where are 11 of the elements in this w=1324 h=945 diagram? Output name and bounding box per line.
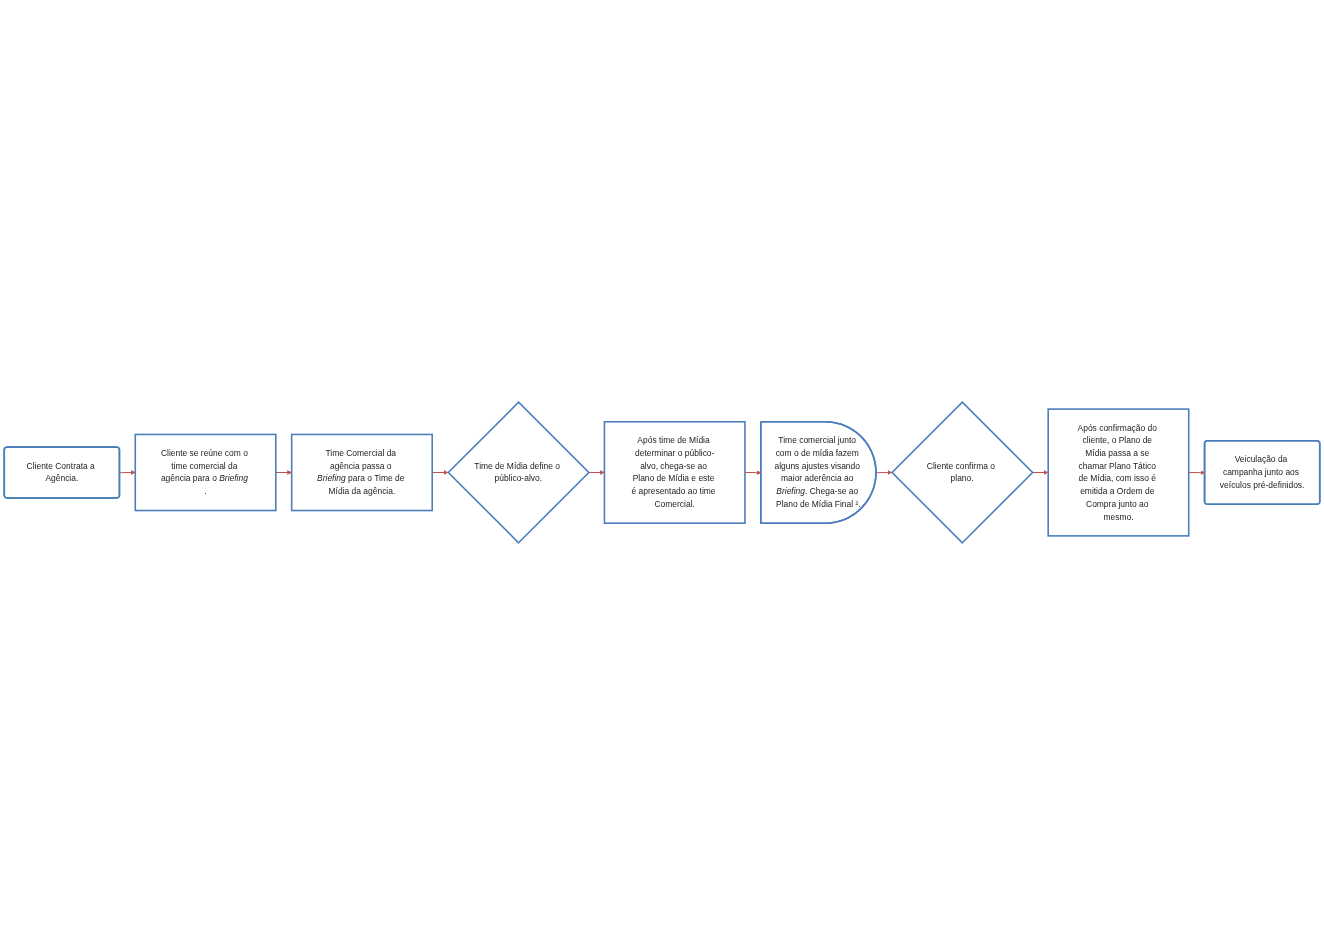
arrow (275, 470, 292, 475)
arrow (875, 470, 892, 475)
arrow (1031, 470, 1049, 475)
arrow (119, 470, 136, 475)
node-diamond: Cliente confirma o plano. (890, 401, 1034, 544)
node-box: Cliente se reúne com o time comercial da agência para o Briefing . (134, 433, 277, 512)
node-diamond: Time de Mídia define o público-alvo. (447, 401, 590, 544)
node-box: Após confirmação do cliente, o Plano de Mídia passa a se chamar Plano Tático de Mídia, com isso é emitida a Ordem de Compra junto ao mesmo. (1047, 408, 1190, 537)
node-box: Time Comercial da agência passa o Briefing para o Time de Mídia da agência. (290, 433, 433, 512)
node-box: Após time de Mídia determinar o público-alvo, chega-se ao Plano de Mídia e este é apresentado ao time Comercial. (603, 420, 746, 524)
arrow (588, 470, 605, 475)
